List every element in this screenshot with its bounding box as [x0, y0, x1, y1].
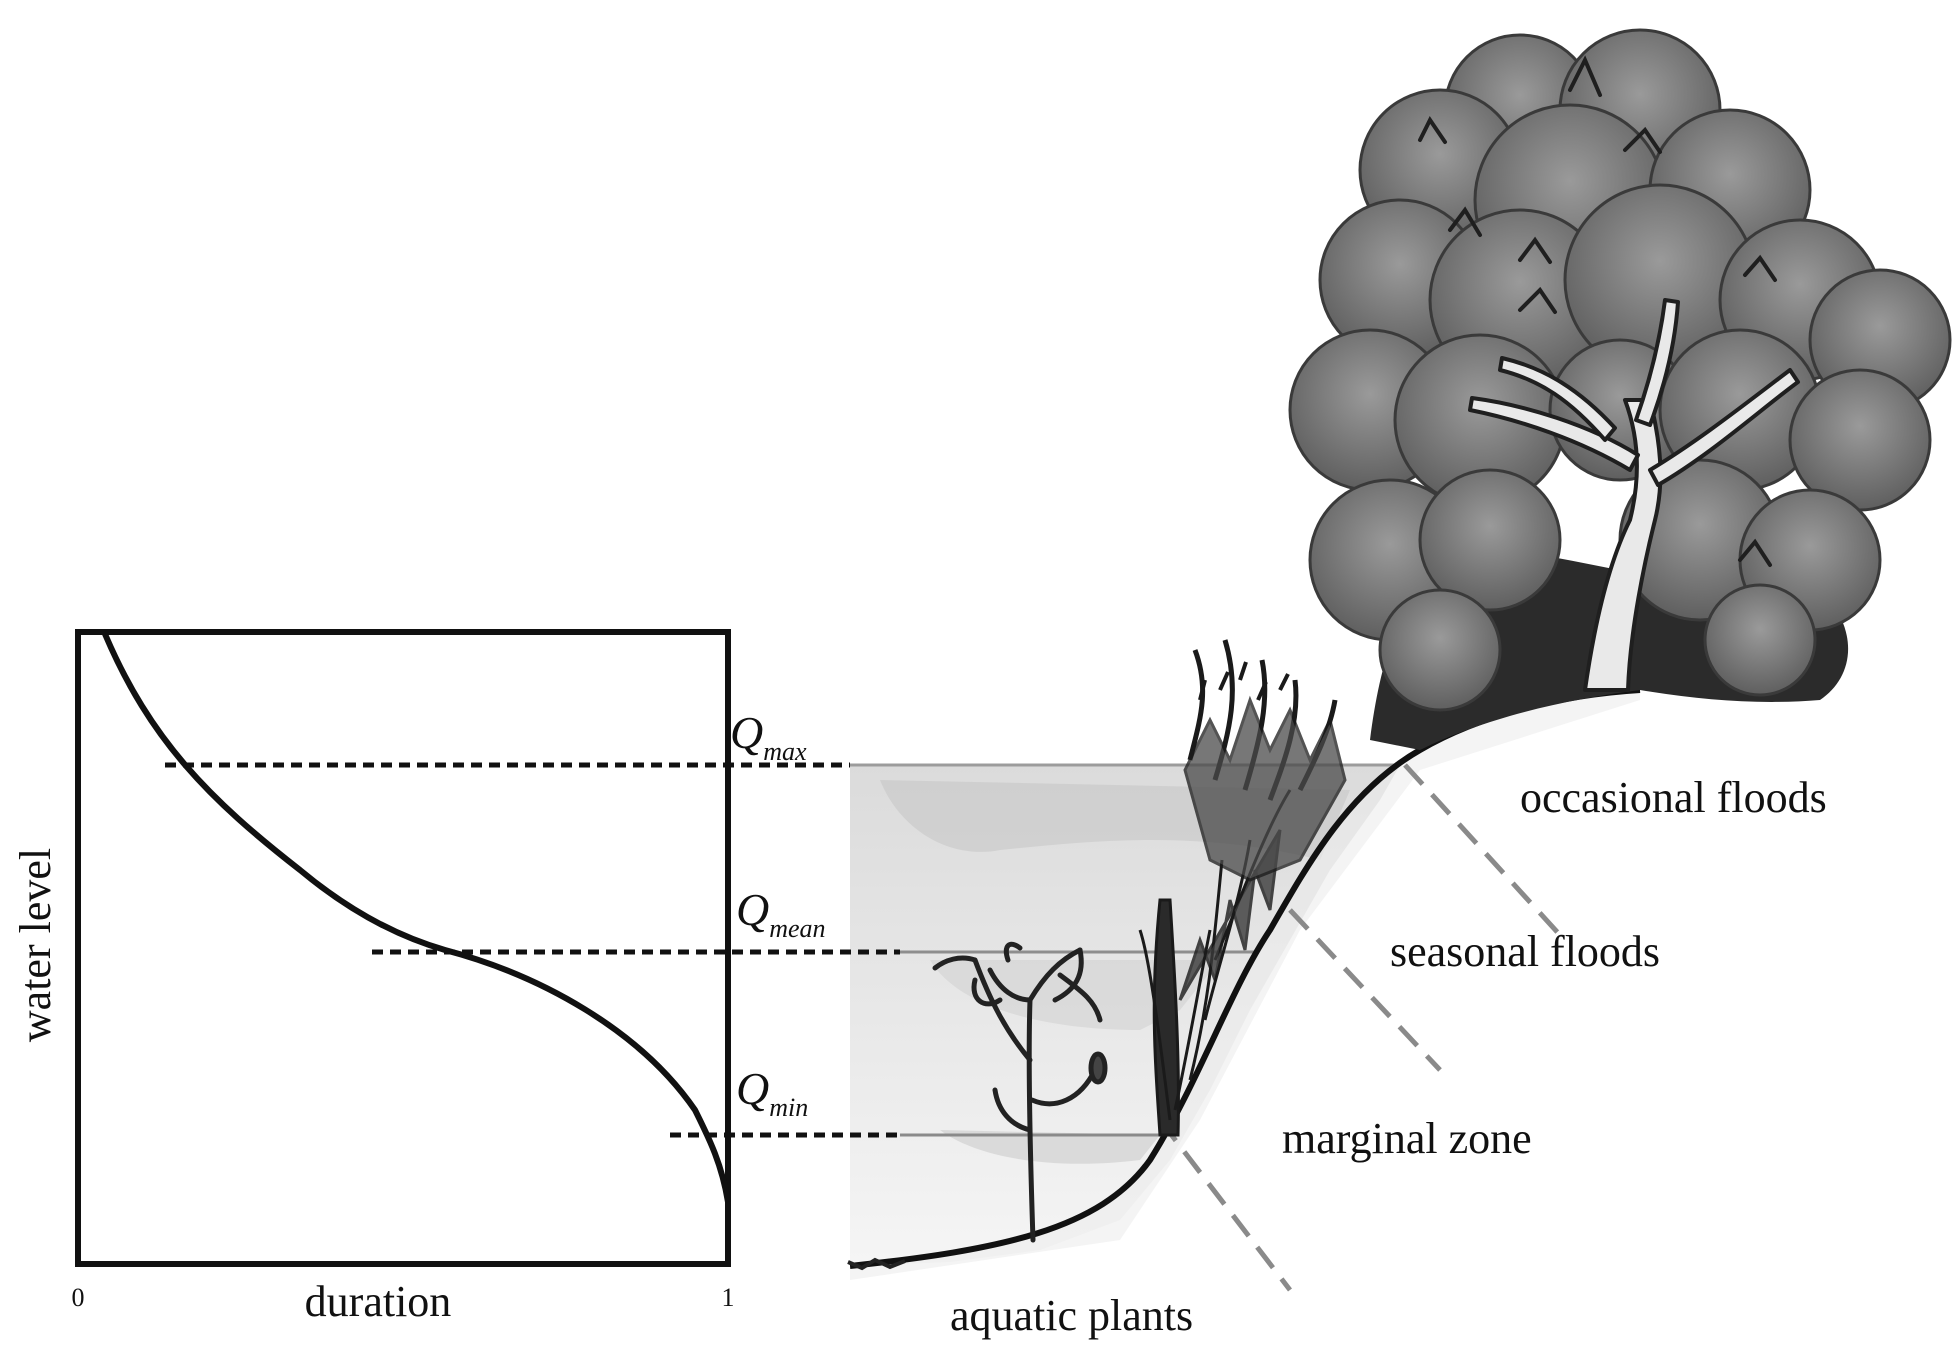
- aquatic-plant-icon: [932, 941, 1108, 1243]
- qmean-symbol: Q: [736, 884, 769, 935]
- divider-seasonal: [1288, 908, 1442, 1072]
- marginal-plants-icon: [1138, 639, 1347, 1137]
- level-labels: Qmax Qmean Qmin: [730, 707, 826, 1122]
- x-min-label: 0: [72, 1283, 85, 1312]
- zone-labels: occasional floods seasonal floods margin…: [950, 773, 1827, 1340]
- qmean-subscript: mean: [769, 914, 825, 943]
- qmin-subscript: min: [769, 1093, 808, 1122]
- zone-label-seasonal: seasonal floods: [1390, 927, 1660, 976]
- zone-label-marginal: marginal zone: [1282, 1114, 1532, 1163]
- qmax-label: Qmax: [730, 707, 807, 766]
- x-axis-label: duration: [305, 1277, 452, 1326]
- x-max-label: 1: [722, 1283, 735, 1312]
- qmean-label: Qmean: [736, 884, 826, 943]
- tree-icon: [1288, 28, 1952, 750]
- duration-curve-graph: water level duration 0 1: [11, 629, 735, 1326]
- qmax-subscript: max: [763, 737, 807, 766]
- graph-frame: [75, 629, 731, 1267]
- zone-label-aquatic: aquatic plants: [950, 1291, 1193, 1340]
- level-leaders: [165, 762, 900, 1138]
- qmax-symbol: Q: [730, 707, 763, 758]
- zone-label-occasional: occasional floods: [1520, 773, 1827, 822]
- duration-curve: [102, 632, 731, 1203]
- qmin-symbol: Q: [736, 1063, 769, 1114]
- divider-marginal: [1158, 1118, 1292, 1292]
- zone-dividers: [1158, 763, 1562, 1292]
- qmin-label: Qmin: [736, 1063, 808, 1122]
- y-axis-label: water level: [11, 848, 60, 1042]
